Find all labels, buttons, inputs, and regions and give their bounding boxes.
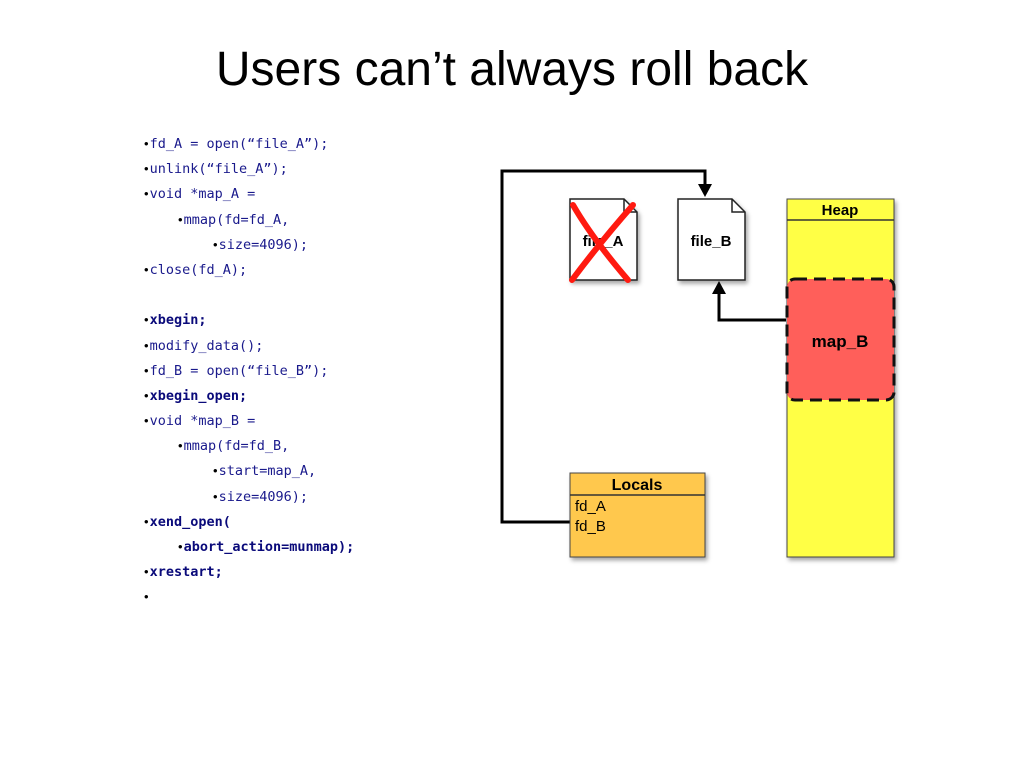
file-b-label: file_B: [691, 233, 732, 250]
connector-arrowhead-down: [698, 184, 712, 197]
bullet-icon: •: [144, 513, 149, 529]
locals-var-fd-b: fd_B: [575, 518, 606, 535]
bullet-icon: •: [213, 488, 218, 504]
map-b-label: map_B: [812, 332, 869, 351]
code-line-text: fd_A = open(“file_A”);: [149, 136, 329, 152]
bullet-icon: •: [144, 413, 149, 429]
bullet-icon: •: [144, 589, 149, 605]
bullet-icon: •: [144, 564, 149, 580]
slide-title: Users can’t always roll back: [215, 43, 809, 96]
bullet-icon: •: [178, 438, 183, 454]
bullet-icon: •: [144, 362, 149, 378]
code-line-text: unlink(“file_A”);: [149, 161, 288, 178]
bullet-icon: •: [144, 261, 149, 277]
code-line-text: void *map_A =: [149, 186, 256, 203]
code-line: •xbegin_open;: [0, 385, 470, 410]
code-line-text: size=4096);: [218, 488, 308, 505]
code-line-text: void *map_B =: [149, 413, 256, 430]
locals-label: Locals: [612, 477, 663, 494]
code-line: •unlink(“file_A”);: [0, 158, 470, 183]
code-line: •size=4096);: [0, 486, 470, 511]
code-line-text: fd_B = open(“file_B”);: [149, 362, 329, 379]
bullet-icon: •: [213, 463, 218, 479]
fd-a-to-file-b-connector: [500, 169, 707, 524]
code-line: •void *map_A =: [0, 183, 470, 208]
code-line: •xbegin;: [0, 309, 470, 334]
deleted-cross-icon: [569, 202, 636, 283]
code-line-text: xend_open(: [149, 513, 231, 530]
code-line-text: modify_data();: [149, 337, 264, 354]
code-line: •xrestart;: [0, 561, 470, 586]
file-b-document-icon: [677, 198, 746, 281]
code-line: •start=map_A,: [0, 460, 470, 485]
code-line: •mmap(fd=fd_A,: [0, 209, 470, 234]
locals-box: [569, 472, 706, 558]
bullet-icon: •: [144, 136, 149, 151]
code-line: •mmap(fd=fd_B,: [0, 435, 470, 460]
code-line-text: close(fd_A);: [149, 261, 248, 278]
map-b-region: [785, 277, 896, 402]
code-line-text: start=map_A,: [218, 463, 317, 480]
code-line-text: xbegin;: [149, 312, 207, 329]
code-line: •abort_action=munmap);: [0, 536, 470, 561]
code-line: •: [0, 586, 470, 611]
bullet-icon: •: [144, 387, 149, 403]
code-listing: •fd_A = open(“file_A”);•unlink(“file_A”)…: [0, 133, 470, 612]
code-line: •modify_data();: [0, 335, 470, 360]
locals-var-fd-a: fd_A: [575, 498, 606, 515]
bullet-icon: •: [178, 539, 183, 554]
code-line-text: mmap(fd=fd_B,: [183, 438, 290, 455]
heap-label: Heap: [822, 202, 859, 219]
bullet-icon: •: [144, 312, 149, 328]
bullet-icon: •: [144, 161, 149, 177]
connector-arrowhead-up: [712, 281, 726, 294]
bullet-icon: •: [213, 236, 218, 252]
map-b-to-file-b-connector: [717, 290, 786, 322]
code-line-text: xrestart;: [149, 564, 223, 581]
bullet-icon: •: [178, 211, 183, 227]
code-line: •fd_B = open(“file_B”);: [0, 360, 470, 385]
bullet-icon: •: [144, 186, 149, 202]
code-line: •size=4096);: [0, 234, 470, 259]
code-line: •fd_A = open(“file_A”);: [0, 133, 470, 158]
code-line: •xend_open(: [0, 511, 470, 536]
code-line-text: size=4096);: [218, 236, 308, 253]
code-line-text: xbegin_open;: [149, 387, 248, 404]
code-line-text: mmap(fd=fd_A,: [183, 211, 290, 228]
code-line: •close(fd_A);: [0, 259, 470, 284]
bullet-icon: •: [144, 337, 149, 353]
code-line-text: abort_action=munmap);: [183, 539, 355, 555]
code-line: •void *map_B =: [0, 410, 470, 435]
